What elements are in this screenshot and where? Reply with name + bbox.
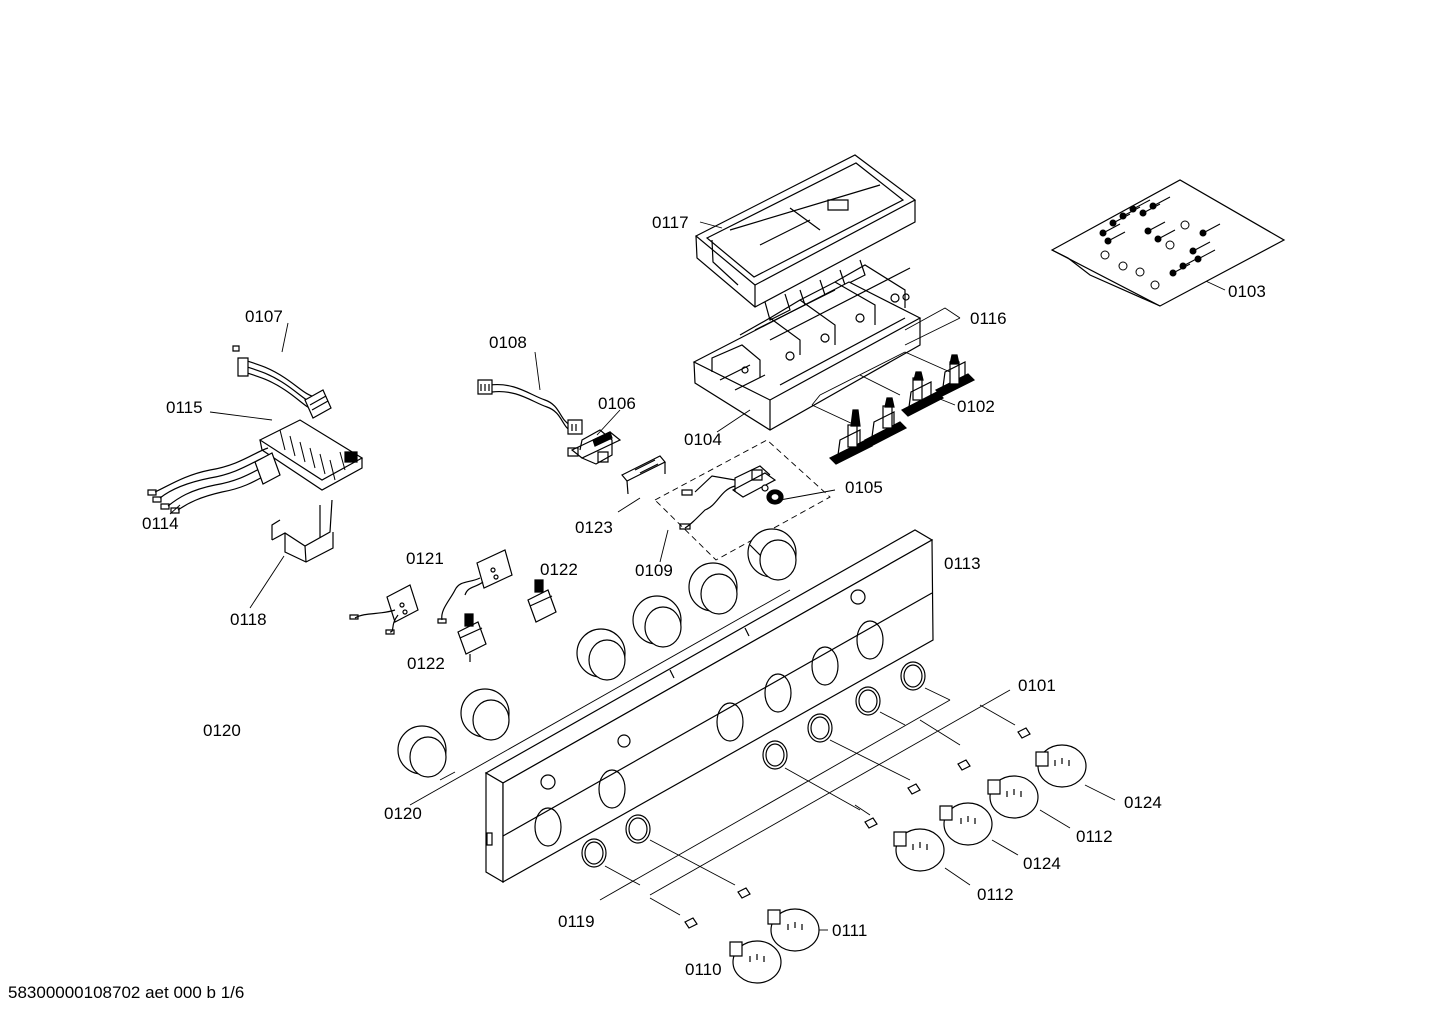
label-0109: 0109 <box>635 561 673 580</box>
part-0107-harness <box>233 346 331 418</box>
label-0110: 0110 <box>685 960 722 979</box>
label-0116: 0116 <box>970 309 1007 328</box>
part-0118-bracket <box>272 500 333 562</box>
document-footer-code: 58300000108702 aet 000 b 1/6 <box>8 983 245 1002</box>
part-0108-wire <box>478 380 582 434</box>
label-0102: 0102 <box>957 397 995 416</box>
label-0124-lower: 0124 <box>1023 854 1061 873</box>
label-0118: 0118 <box>230 610 267 629</box>
part-0102-switches <box>830 355 974 464</box>
part-0104-housing <box>694 265 920 430</box>
label-0120-left: 0120 <box>203 721 241 740</box>
label-0114: 0114 <box>142 514 179 533</box>
part-0103-screw-bag <box>1052 180 1284 306</box>
label-0121: 0121 <box>406 549 444 568</box>
label-0112-lower: 0112 <box>977 885 1014 904</box>
label-0112-upper: 0112 <box>1076 827 1113 846</box>
label-0104: 0104 <box>684 430 722 449</box>
part-knobs <box>730 745 1086 983</box>
part-0122-switches <box>458 580 556 662</box>
label-0119: 0119 <box>558 912 595 931</box>
leader-lines <box>170 222 1225 608</box>
part-0106-switch <box>568 430 620 464</box>
label-0105: 0105 <box>845 478 883 497</box>
label-0113: 0113 <box>944 554 981 573</box>
part-0123-clip <box>622 456 665 494</box>
part-0115-terminal-block <box>148 420 362 513</box>
label-0106: 0106 <box>598 394 636 413</box>
label-0111: 0111 <box>832 921 868 940</box>
label-0122-upper: 0122 <box>540 560 578 579</box>
label-0108: 0108 <box>489 333 527 352</box>
label-0123: 0123 <box>575 518 613 537</box>
label-0103: 0103 <box>1228 282 1266 301</box>
part-0121-pads <box>350 550 512 634</box>
part-0119-rings <box>582 662 925 867</box>
part-0120-rings <box>398 529 796 805</box>
label-0107: 0107 <box>245 307 283 326</box>
label-0115: 0115 <box>166 398 203 417</box>
part-0117-tray <box>696 155 915 320</box>
label-0117: 0117 <box>652 213 689 232</box>
part-0113-panel <box>486 530 933 882</box>
knob-leaders <box>600 688 1115 930</box>
label-0101: 0101 <box>1018 676 1056 695</box>
part-0109-switch <box>655 440 830 560</box>
label-0120-bottom: 0120 <box>384 804 422 823</box>
part-knob-clips <box>685 728 1030 928</box>
label-0122-lower: 0122 <box>407 654 445 673</box>
label-0124-upper: 0124 <box>1124 793 1162 812</box>
